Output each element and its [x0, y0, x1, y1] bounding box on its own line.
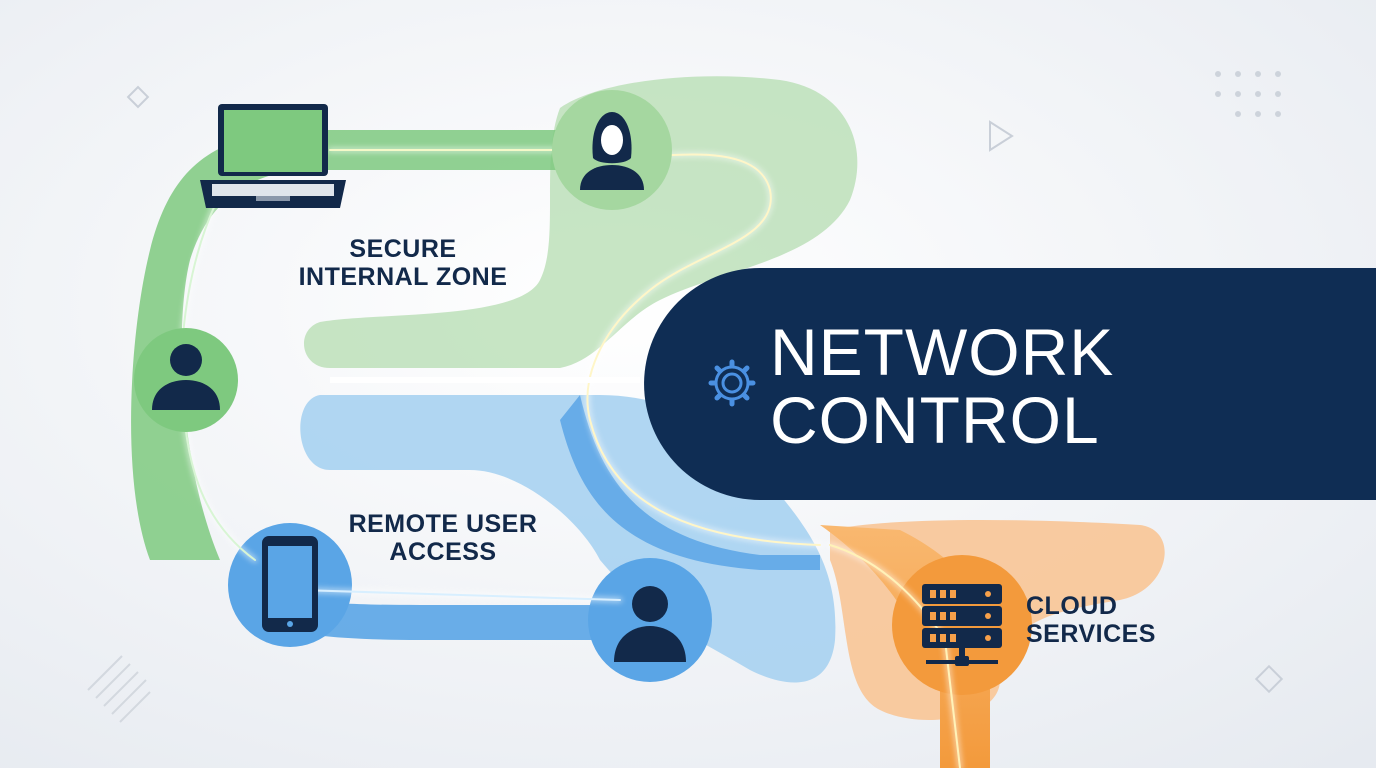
- gear-icon: [708, 359, 756, 407]
- hatch-decoration: [87, 655, 151, 723]
- user-female-icon: [552, 90, 672, 210]
- cloud-services-label: CLOUD SERVICES: [1026, 592, 1196, 648]
- diamond-decoration: [1254, 664, 1284, 694]
- server-icon: [922, 584, 1002, 666]
- internal-zone-label-line2: INTERNAL ZONE: [298, 263, 508, 291]
- title-line2: CONTROL: [770, 383, 1100, 457]
- play-triangle-decoration: [989, 120, 1014, 152]
- diamond-decoration: [126, 85, 150, 109]
- user-icon: [134, 328, 238, 432]
- decorations: [87, 85, 1284, 723]
- dot-grid-decoration: [1215, 71, 1281, 117]
- laptop-icon: [200, 104, 346, 208]
- title-line1: NETWORK: [770, 315, 1115, 389]
- title-panel: [644, 268, 1376, 500]
- remote-user-access-label: REMOTE USER ACCESS: [318, 510, 568, 566]
- cloud-zone-label-line1: CLOUD: [1026, 592, 1118, 620]
- remote-zone-label-line2: ACCESS: [389, 538, 497, 566]
- internal-zone-label-line1: SECURE: [349, 235, 457, 263]
- smartphone-icon: [262, 536, 318, 632]
- page-title: NETWORK CONTROL: [770, 318, 1270, 454]
- secure-internal-zone-label: SECURE INTERNAL ZONE: [258, 235, 548, 291]
- cloud-zone-label-line2: SERVICES: [1026, 620, 1156, 648]
- remote-zone-label-line1: REMOTE USER: [348, 510, 538, 538]
- user-icon: [614, 586, 686, 662]
- internal-zone-region: [131, 76, 858, 560]
